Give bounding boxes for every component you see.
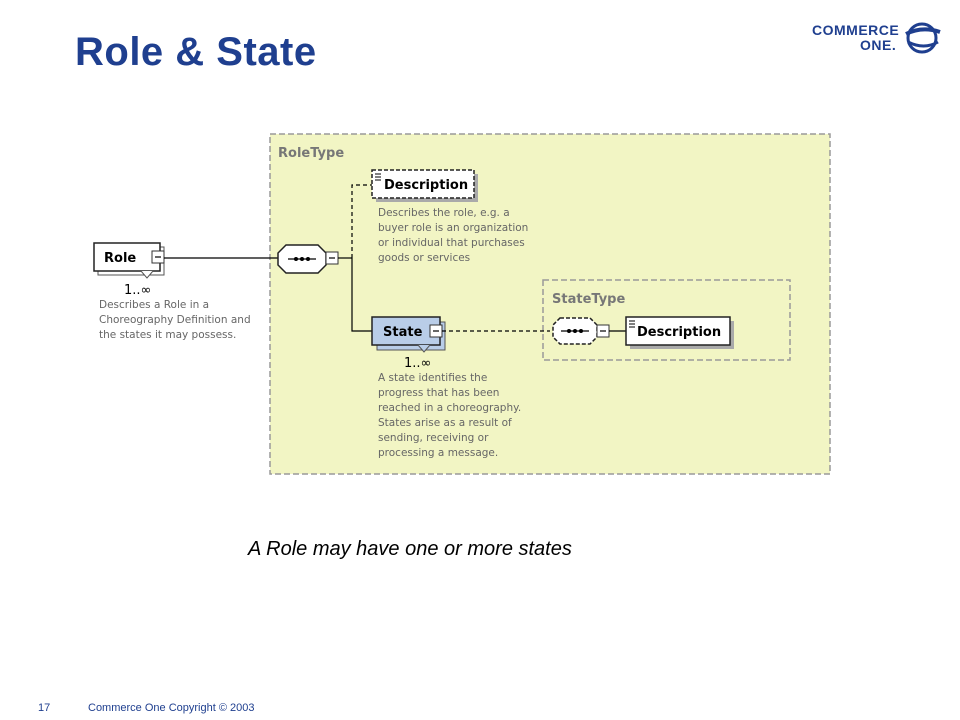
state-description-label: Description [637, 325, 721, 340]
role-description-annotation-line-1: Describes the role, e.g. a [378, 207, 510, 219]
statetype-label: StateType [552, 292, 625, 307]
state-annotation-line-1: A state identifies the [378, 372, 487, 384]
role-annotation: Describes a Role in a Choreography Defin… [99, 299, 254, 341]
globe-swoosh-icon [905, 22, 941, 54]
role-element: Role [93, 242, 165, 279]
statetype-sequence-compositor [552, 317, 610, 345]
copyright-notice: Commerce One Copyright © 2003 [88, 702, 255, 714]
state-description-element: Description [625, 316, 734, 349]
optional-description-connector [351, 184, 372, 258]
state-element: State [371, 316, 446, 353]
role-annotation-line-1: Describes a Role in a [99, 299, 209, 311]
logo-line-2: ONE. [860, 37, 897, 53]
roletype-label: RoleType [278, 146, 344, 161]
page-number: 17 [38, 702, 51, 714]
logo-line-1: COMMERCE [812, 22, 900, 38]
role-description-annotation: Describes the role, e.g. a buyer role is… [378, 207, 532, 264]
sequence-compositor [277, 244, 339, 274]
state-cardinality: 1..∞ [404, 356, 431, 371]
role-label: Role [104, 251, 136, 266]
role-description-label: Description [384, 178, 468, 193]
role-annotation-line-3: the states it may possess. [99, 329, 236, 341]
role-description-annotation-line-4: goods or services [378, 252, 470, 264]
role-annotation-line-2: Choreography Definition and [99, 314, 251, 326]
state-annotation-line-3: reached in a choreography. [378, 402, 521, 414]
role-description-element: Description [371, 169, 478, 202]
state-annotation-line-4: States arise as a result of [378, 417, 512, 429]
state-annotation-line-6: processing a message. [378, 447, 498, 459]
company-logo: COMMERCE ONE. [812, 18, 942, 58]
role-cardinality: 1..∞ [124, 283, 151, 298]
state-annotation-line-2: progress that has been [378, 387, 499, 399]
role-description-annotation-line-2: buyer role is an organization [378, 222, 528, 234]
role-description-annotation-line-3: or individual that purchases [378, 237, 525, 249]
state-annotation: A state identifies the progress that has… [378, 372, 525, 459]
state-connector [351, 258, 372, 332]
state-annotation-line-5: sending, receiving or [378, 432, 489, 444]
slide-title: Role & State [75, 30, 317, 74]
slide-caption: A Role may have one or more states [248, 538, 572, 560]
state-label: State [383, 325, 423, 340]
